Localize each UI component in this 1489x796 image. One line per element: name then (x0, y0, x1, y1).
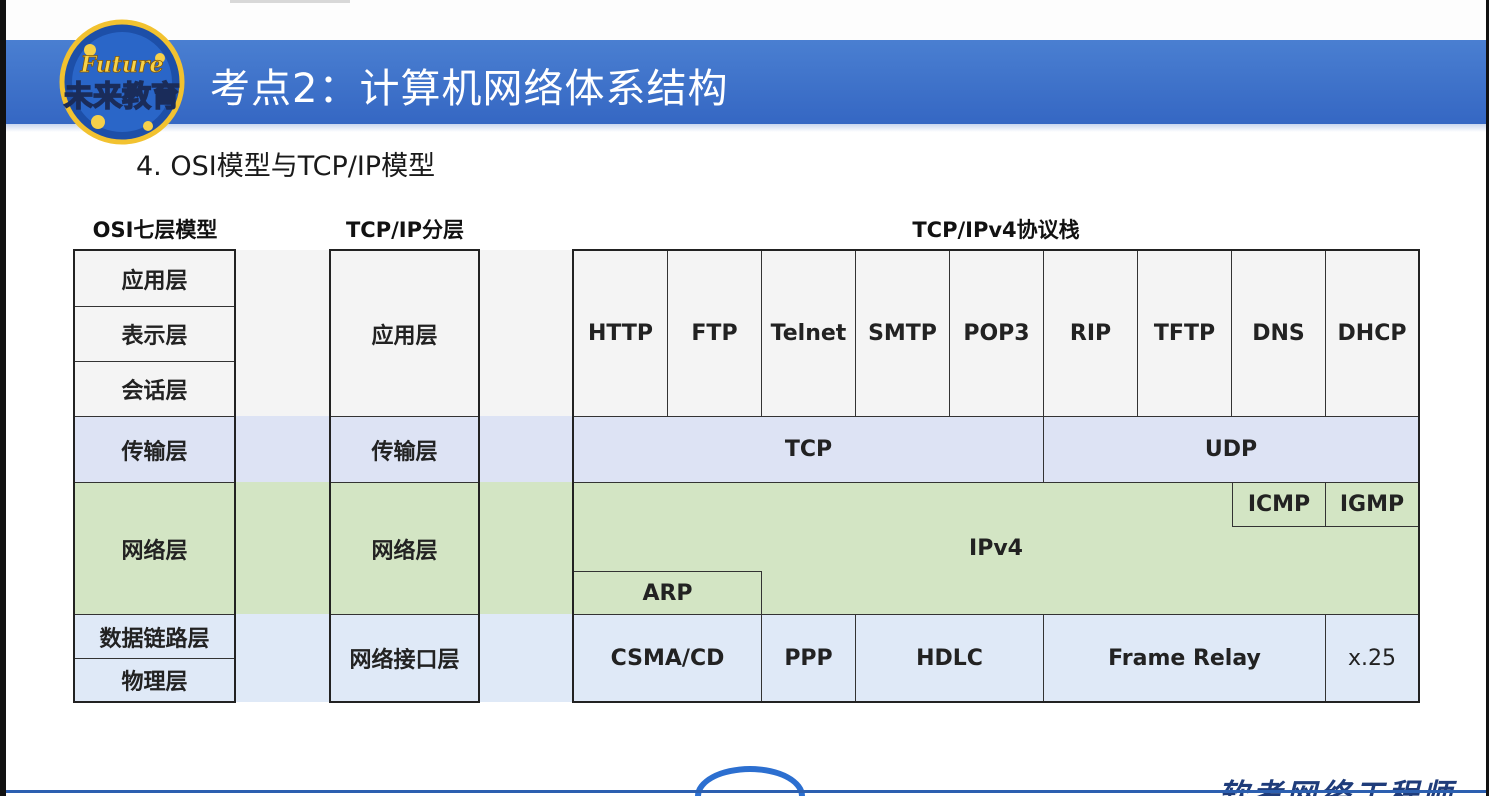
window-edge-right (1486, 0, 1489, 796)
osi-table: 应用层 表示层 会话层 传输层 网络层 数据链路层 物理层 (73, 249, 236, 703)
osi-application-layer: 应用层 (75, 251, 234, 307)
tcpip-network-layer: 网络层 (331, 483, 478, 615)
banner-shadow (6, 124, 1486, 132)
protocol-pop3: POP3 (950, 251, 1044, 417)
protocol-x25: x.25 (1326, 615, 1418, 701)
protocol-ppp: PPP (762, 615, 856, 701)
tcpip-header: TCP/IP分层 (345, 218, 464, 242)
logo-future-text: Future (80, 52, 164, 78)
title-banner (6, 40, 1486, 124)
protocol-tcp: TCP (574, 417, 1044, 483)
osi-session-layer: 会话层 (75, 362, 234, 417)
tcpip-table: 应用层 传输层 网络层 网络接口层 (329, 249, 480, 703)
protocol-dhcp: DHCP (1326, 251, 1418, 417)
protocol-icmp: ICMP (1232, 483, 1326, 527)
protocol-csma-cd: CSMA/CD (574, 615, 762, 701)
osi-header: OSI七层模型 (92, 218, 218, 242)
tcpip-application-layer: 应用层 (331, 251, 478, 417)
protocol-ftp: FTP (668, 251, 762, 417)
window-tab (230, 0, 350, 3)
tcpip-network-interface-layer: 网络接口层 (331, 615, 478, 701)
stack-header: TCP/IPv4协议栈 (912, 218, 1080, 242)
future-education-logo: Future 未来教育 (59, 19, 185, 145)
protocol-dns: DNS (1232, 251, 1326, 417)
osi-transport-layer: 传输层 (75, 417, 234, 483)
window-edge-left (0, 0, 6, 796)
osi-datalink-layer: 数据链路层 (75, 615, 234, 659)
footer-line (6, 790, 1486, 793)
osi-physical-layer: 物理层 (75, 659, 234, 701)
protocol-stack-table: HTTP FTP Telnet SMTP POP3 RIP TFTP DNS D… (572, 249, 1420, 703)
protocol-http: HTTP (574, 251, 668, 417)
protocol-frame-relay: Frame Relay (1044, 615, 1326, 701)
osi-network-layer: 网络层 (75, 483, 234, 615)
slide-subtitle: 4. OSI模型与TCP/IP模型 (136, 151, 436, 182)
protocol-udp: UDP (1044, 417, 1418, 483)
logo-main-text: 未来教育 (64, 79, 180, 113)
tcpip-transport-layer: 传输层 (331, 417, 478, 483)
window-top-strip (0, 0, 1489, 40)
protocol-igmp: IGMP (1326, 483, 1418, 527)
protocol-arp: ARP (574, 571, 762, 615)
osi-presentation-layer: 表示层 (75, 307, 234, 362)
protocol-hdlc: HDLC (856, 615, 1044, 701)
protocol-rip: RIP (1044, 251, 1138, 417)
protocol-telnet: Telnet (762, 251, 856, 417)
protocol-smtp: SMTP (856, 251, 950, 417)
slide-title: 考点2：计算机网络体系结构 (210, 66, 729, 112)
protocol-tftp: TFTP (1138, 251, 1232, 417)
